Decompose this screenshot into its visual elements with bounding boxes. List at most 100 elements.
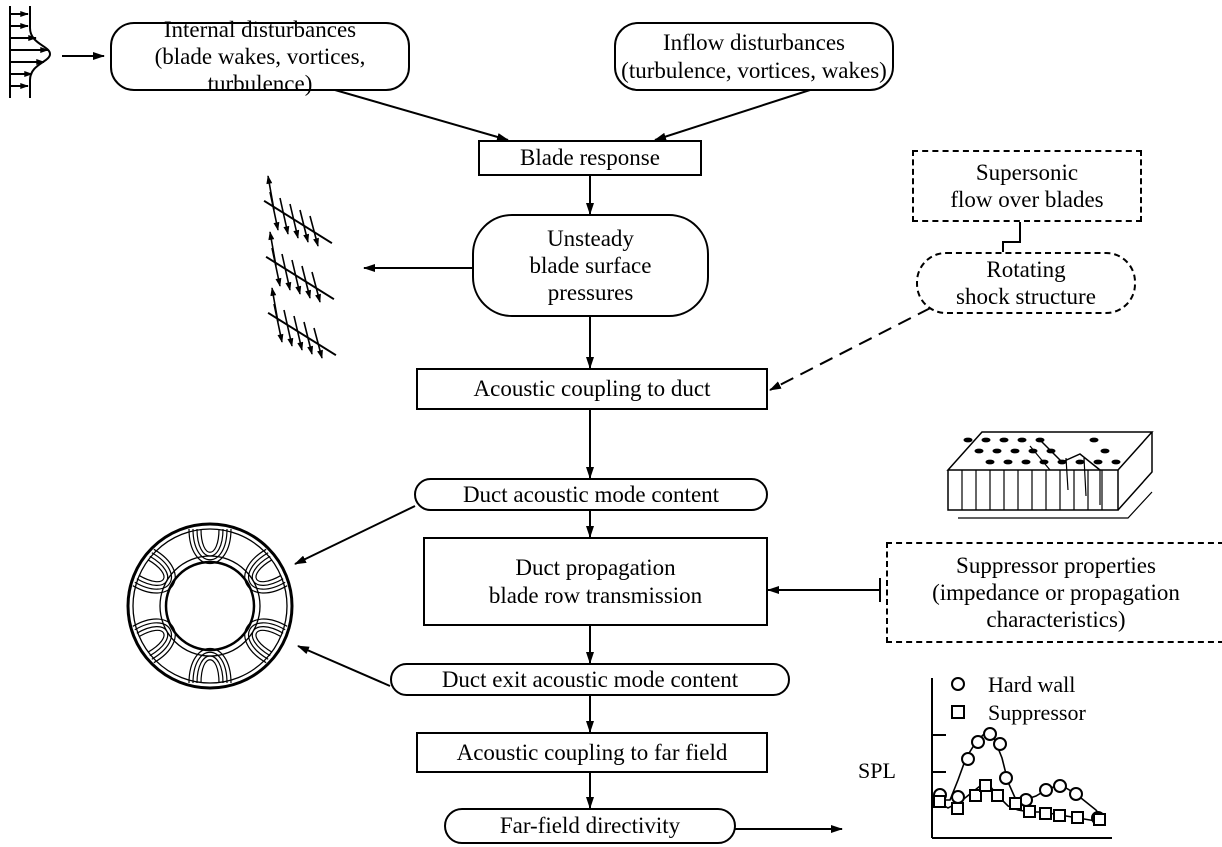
- acoustic-coupling-far-label: Acoustic coupling to far field: [456, 739, 728, 765]
- hard-wall-point: [983, 727, 997, 741]
- suppressor-point: [933, 795, 946, 808]
- legend-suppressor-marker: [951, 705, 965, 719]
- liner-hole: [1100, 448, 1110, 454]
- liner-hole: [1017, 437, 1027, 443]
- suppressor-properties-node: Suppressor properties (impedance or prop…: [886, 542, 1222, 643]
- spl-chart: SPL Hard wall Suppressor: [858, 672, 1112, 839]
- liner-hole: [981, 437, 991, 443]
- suppressor-point: [1093, 813, 1106, 826]
- connector-supersonic-to-shock: [1002, 222, 1021, 252]
- mode-lobe-line: [188, 647, 232, 684]
- liner-hole: [1075, 459, 1085, 465]
- mode-lobe-line: [251, 555, 284, 586]
- arrow-internal-to-blade-response: [334, 89, 509, 141]
- internal-disturbances-detail: (blade wakes, vortices, turbulence): [154, 43, 366, 97]
- legend-suppressor-label: Suppressor: [988, 700, 1086, 725]
- duct-mode-ring-sketch: [126, 522, 294, 690]
- mode-lobe-line: [192, 651, 228, 684]
- hard-wall-point: [971, 735, 985, 749]
- hard-wall-point: [999, 771, 1013, 785]
- acoustic-liner-sketch: [946, 431, 1154, 519]
- mode-lobe-line: [200, 528, 220, 553]
- suppressor-properties-line2: (impedance or propagation: [932, 579, 1180, 605]
- mode-lobe-line: [192, 528, 228, 561]
- rotating-shock-node: Rotating shock structure: [916, 252, 1136, 314]
- acoustic-coupling-far-node: Acoustic coupling to far field: [416, 732, 768, 773]
- inflow-disturbances-title: Inflow disturbances: [662, 30, 846, 56]
- mode-lobe-line: [200, 659, 220, 684]
- liner-hole: [1093, 459, 1103, 465]
- hard-wall-point: [1039, 783, 1053, 797]
- mode-lobe-line: [244, 548, 288, 594]
- duct-propagation-node: Duct propagation blade row transmission: [423, 537, 768, 626]
- unsteady-pressures-node: Unsteady blade surface pressures: [472, 214, 709, 317]
- hard-wall-point: [961, 752, 975, 766]
- blade-pressure-glyph: [265, 231, 335, 303]
- mode-lobe-line: [132, 618, 176, 664]
- rotating-shock-line1: Rotating: [986, 256, 1066, 282]
- hard-wall-point: [951, 790, 965, 804]
- blade-response-node: Blade response: [478, 140, 702, 176]
- suppressor-point: [1039, 807, 1052, 820]
- liner-hole: [1089, 437, 1099, 443]
- arrow-mode-content-to-ring: [294, 505, 416, 565]
- arrow-shock-to-coupling: [769, 297, 951, 391]
- mode-lobe-line: [138, 629, 165, 653]
- liner-hole: [1003, 459, 1013, 465]
- mode-lobe-line: [248, 622, 286, 660]
- liner-hole: [985, 459, 995, 465]
- unsteady-pressures-line2: blade surface: [529, 252, 652, 278]
- blade-pressure-glyph: [263, 175, 333, 247]
- suppressor-point: [991, 789, 1004, 802]
- suppressor-point: [979, 779, 992, 792]
- suppressor-point: [951, 802, 964, 815]
- acoustic-coupling-duct-node: Acoustic coupling to duct: [416, 368, 768, 410]
- acoustic-coupling-duct-label: Acoustic coupling to duct: [473, 376, 711, 402]
- mode-lobe-line: [138, 559, 165, 583]
- supersonic-flow-line1: Supersonic: [975, 159, 1079, 185]
- liner-hole: [1111, 459, 1121, 465]
- supersonic-flow-line2: flow over blades: [950, 187, 1104, 212]
- hard-wall-point: [993, 737, 1007, 751]
- internal-disturbances-node: Internal disturbances (blade wakes, vort…: [110, 17, 410, 96]
- liner-hole: [1021, 459, 1031, 465]
- liner-hole: [992, 448, 1002, 454]
- hard-wall-point: [1053, 779, 1067, 793]
- arrow-inflow-to-blade-response: [654, 89, 811, 141]
- mode-lobe-line: [255, 629, 282, 653]
- internal-disturbances-title: Internal disturbances: [163, 16, 357, 42]
- suppressor-point: [1009, 797, 1022, 810]
- arrow-exit-modes-to-ring: [297, 645, 391, 687]
- mode-lobe-line: [136, 626, 169, 657]
- inflow-velocity-profile-sketch: [9, 6, 105, 98]
- liner-hole: [1010, 448, 1020, 454]
- legend-hard-wall-label: Hard wall: [988, 672, 1075, 697]
- unsteady-pressures-line1: Unsteady: [547, 225, 634, 251]
- hard-wall-point: [1069, 787, 1083, 801]
- flow-connectors: [294, 89, 1021, 833]
- suppressor-properties-line1: Suppressor properties: [956, 552, 1156, 578]
- mode-lobe-line: [248, 552, 286, 590]
- liner-hole: [999, 437, 1009, 443]
- duct-mode-content-label: Duct acoustic mode content: [462, 481, 720, 507]
- suppressor-point: [969, 789, 982, 802]
- rotating-shock-line2: shock structure: [956, 284, 1096, 309]
- unsteady-pressures-line3: pressures: [547, 280, 634, 306]
- far-field-directivity-node: Far-field directivity: [444, 808, 736, 844]
- suppressor-point: [1023, 805, 1036, 818]
- mode-lobe-line: [134, 622, 172, 660]
- liner-hole: [963, 437, 973, 443]
- suppressor-point: [1071, 811, 1084, 824]
- mode-lobe-line: [196, 655, 224, 684]
- mode-lobe-line: [255, 559, 282, 583]
- mode-lobe-line: [244, 618, 288, 664]
- duct-propagation-line1: Duct propagation: [515, 555, 676, 581]
- suppressor-properties-line3: characteristics): [986, 607, 1126, 633]
- blade-pressure-sketch: [263, 175, 337, 359]
- legend-hard-wall-marker: [951, 677, 965, 691]
- supersonic-flow-node: Supersonic flow over blades: [912, 150, 1142, 222]
- mode-lobe-line: [134, 552, 172, 590]
- inflow-disturbances-detail: (turbulence, vortices, wakes): [621, 57, 887, 83]
- liner-hole: [974, 448, 984, 454]
